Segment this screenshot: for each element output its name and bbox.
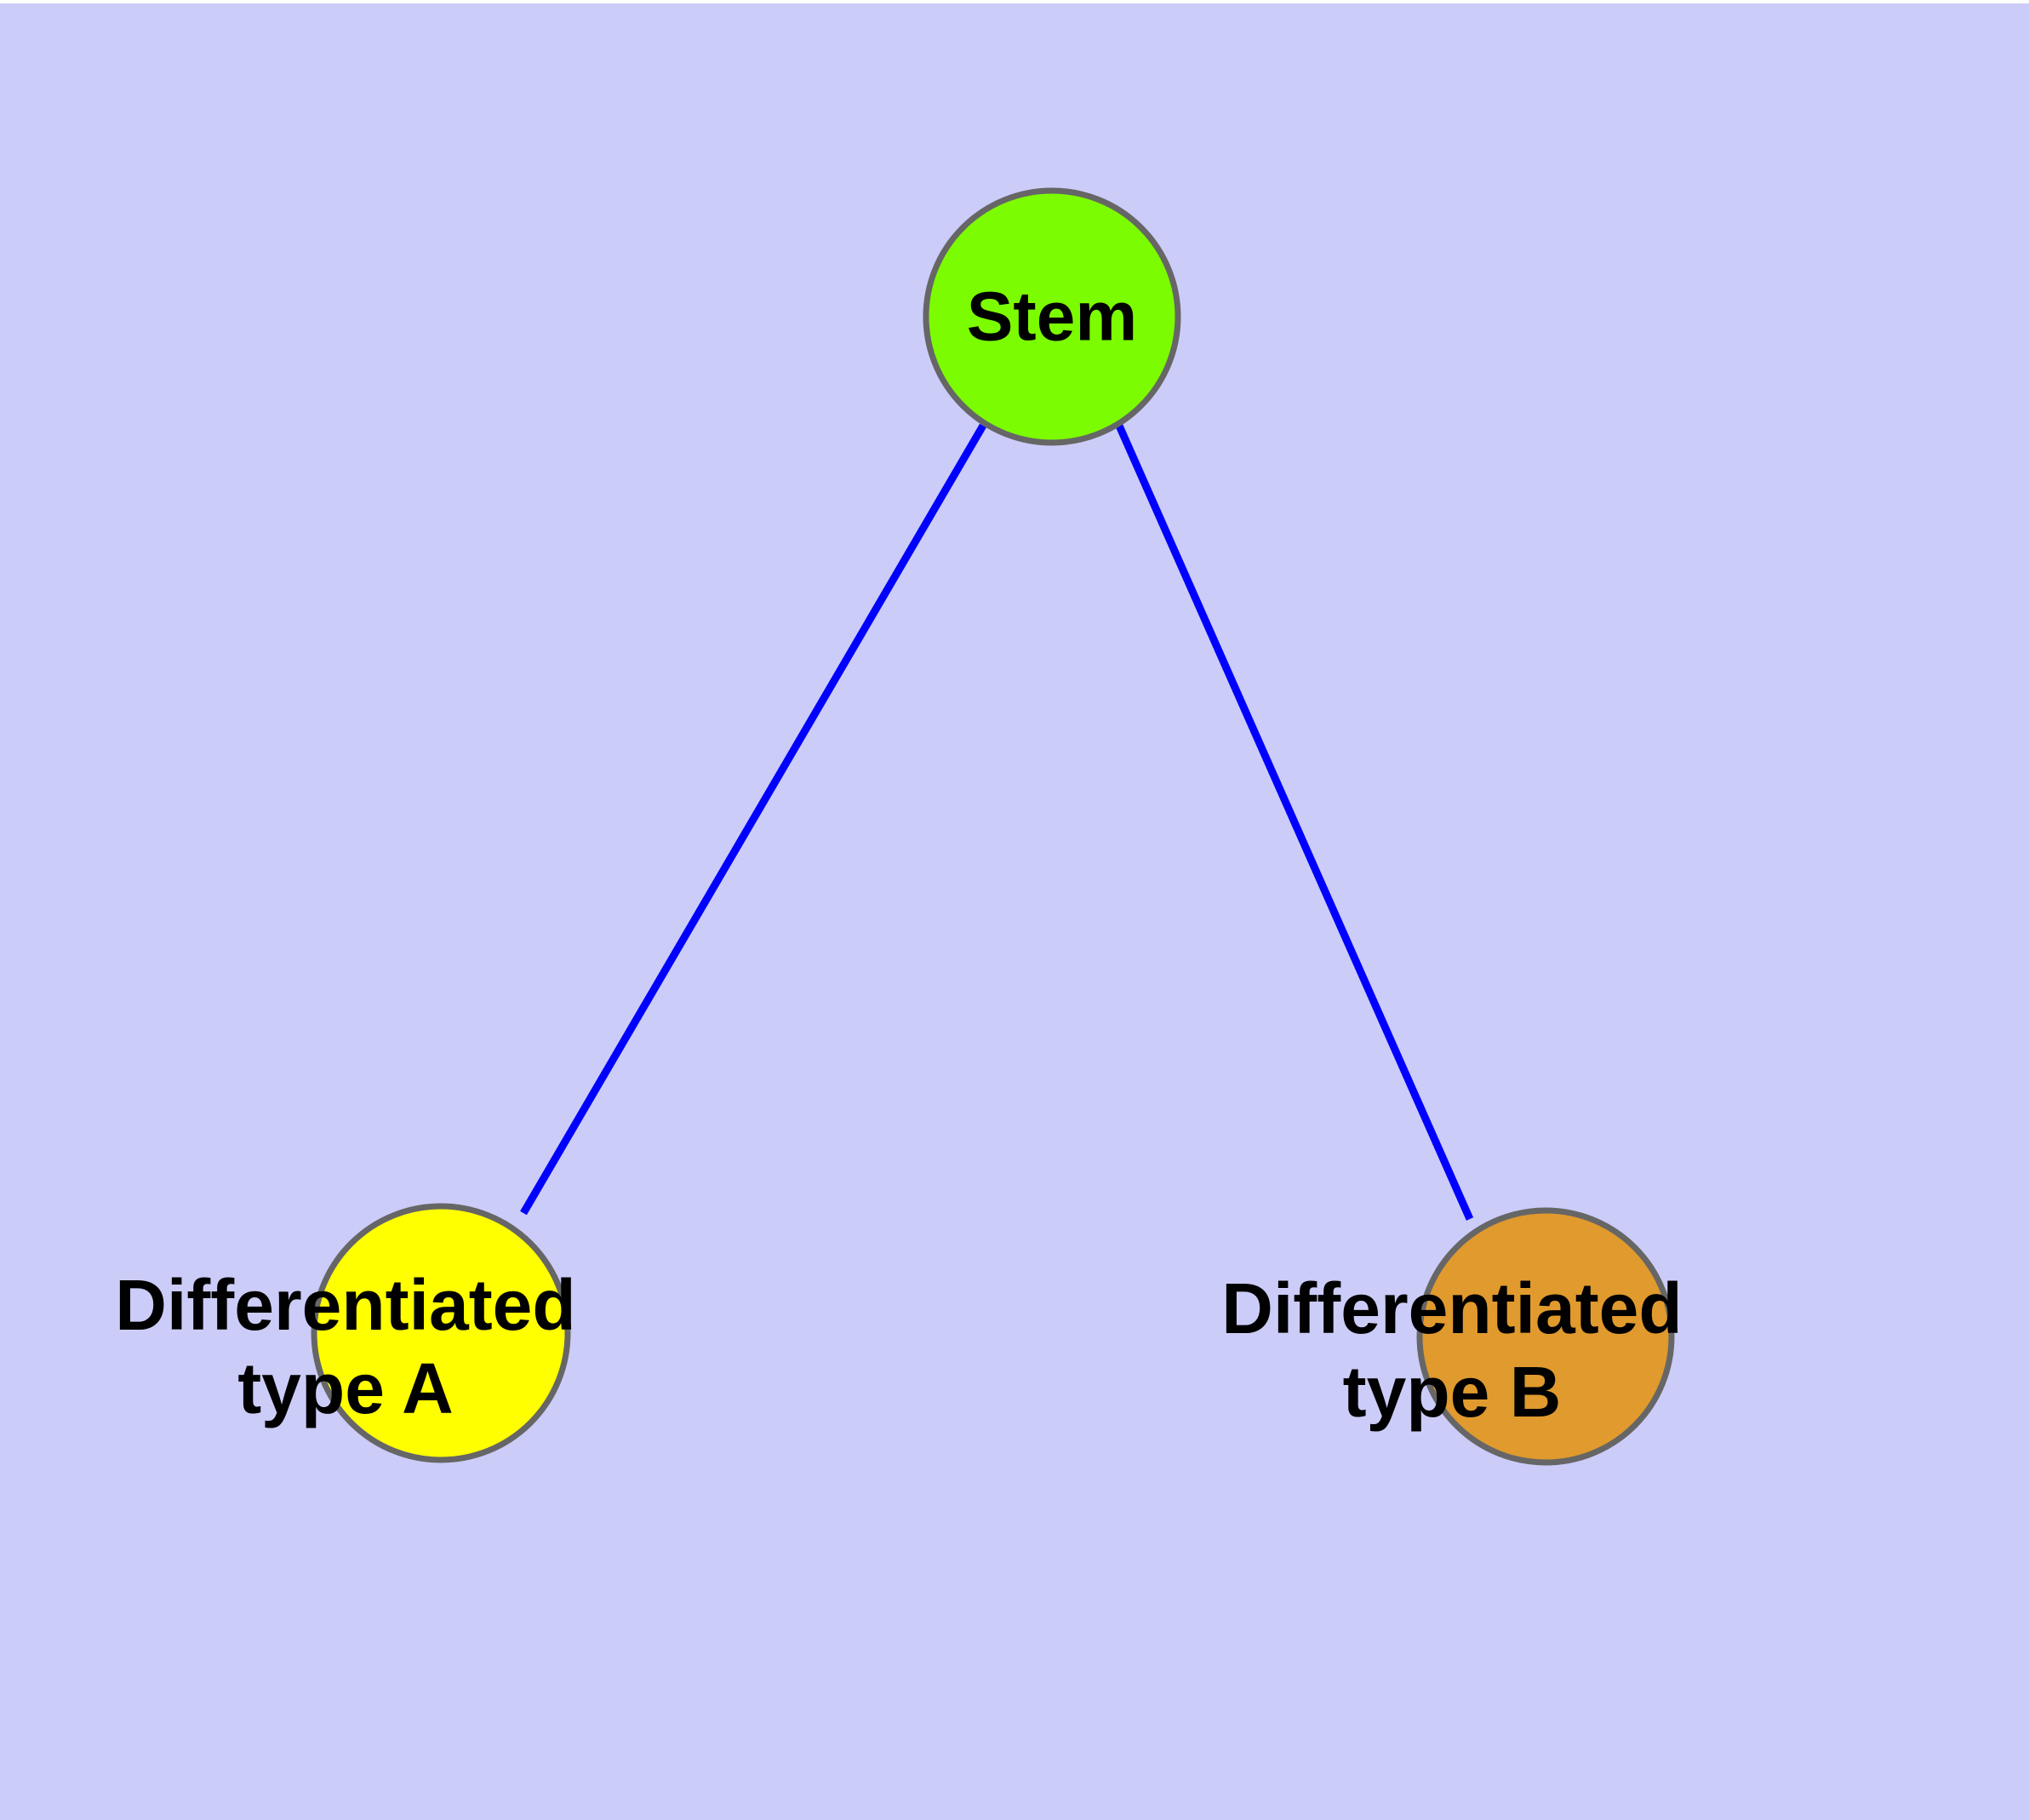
node-label-type-b-line2: type B [1343,1352,1562,1432]
node-stem[interactable] [923,187,1181,446]
node-stem-circle[interactable] [923,187,1181,446]
node-type-a-circle[interactable] [311,1203,571,1463]
node-label-type-b: Differentiated type B [1221,1268,1682,1432]
node-differentiated-type-a[interactable] [311,1203,571,1463]
node-label-type-a: Differentiated type A [115,1265,575,1428]
node-differentiated-type-b[interactable] [1416,1207,1675,1466]
node-type-b-circle[interactable] [1416,1207,1675,1466]
label-layer: Stem Differentiated type A Differentiate… [115,278,1682,1433]
node-layer [311,187,1675,1466]
edge-stem-to-type-a[interactable] [520,423,986,1216]
edge-stem-to-type-b[interactable] [1115,424,1474,1221]
node-label-stem: Stem [967,278,1138,356]
node-label-type-a-line1: Differentiated [115,1265,575,1345]
node-label-type-b-line1: Differentiated [1221,1268,1682,1348]
edge-layer [520,423,1474,1221]
node-label-type-a-line2: type A [237,1348,454,1428]
